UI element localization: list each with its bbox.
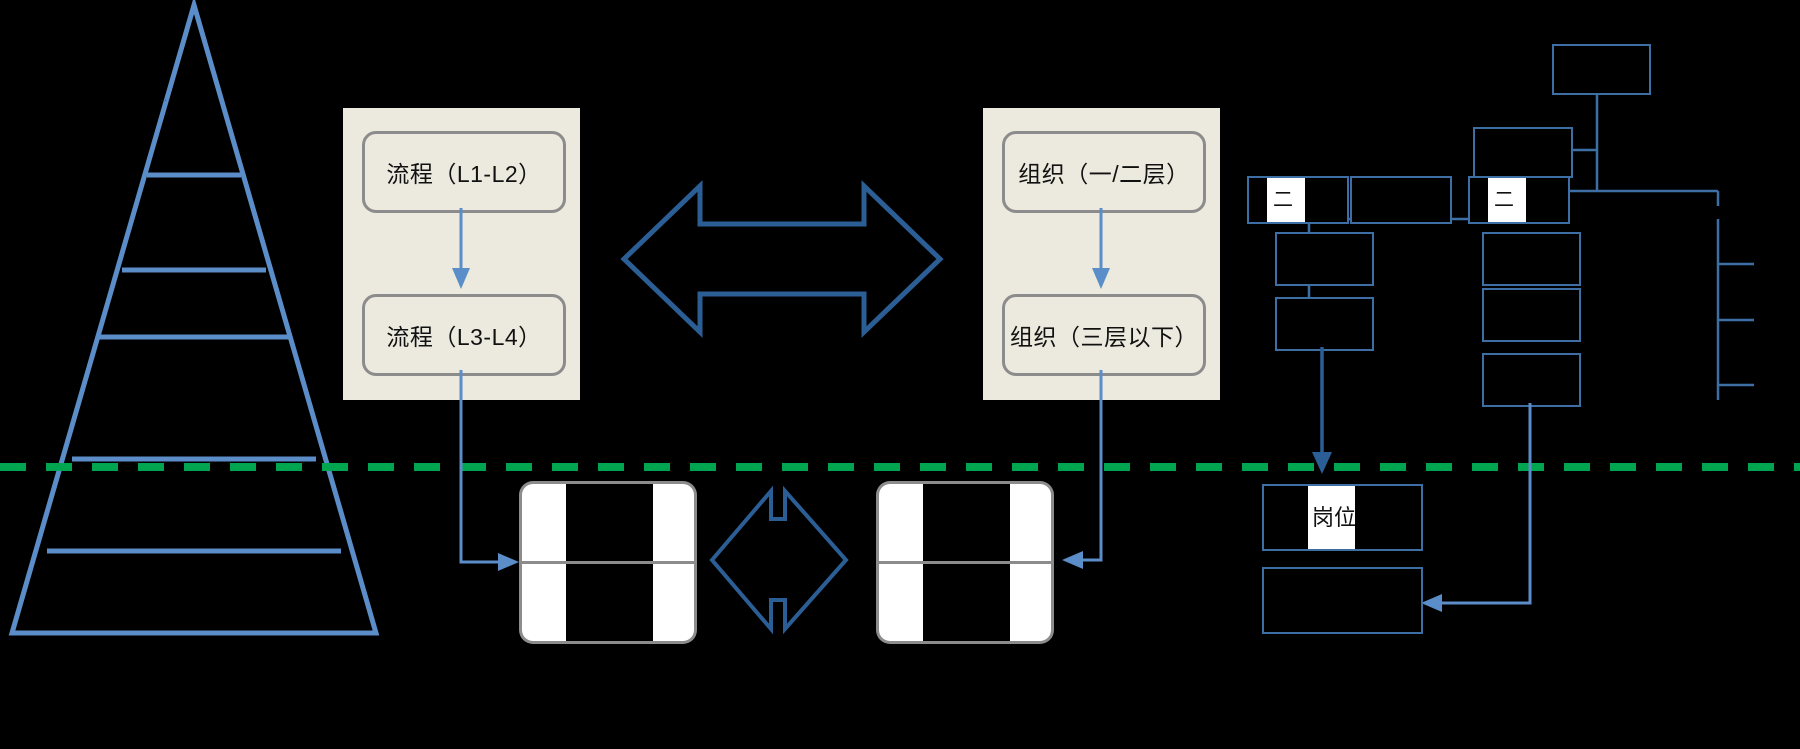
org-tree-node-c1a[interactable] xyxy=(1275,232,1374,286)
org-tree-node-staff[interactable] xyxy=(1473,127,1573,178)
redaction-bar xyxy=(923,484,1010,561)
process-box-l3l4-label: 流程（L3-L4） xyxy=(386,324,542,350)
org-tree-node-c1b[interactable] xyxy=(1275,297,1374,351)
green-dashed-divider xyxy=(0,463,1800,471)
redaction-white-patch xyxy=(1488,178,1526,222)
org-box-level3down[interactable]: 组织（三层以下） xyxy=(1002,294,1206,376)
org-tree-node-c1-label: 二 xyxy=(1273,189,1293,211)
org-tree-node-c3a[interactable] xyxy=(1482,232,1581,286)
bottom-left-row-2[interactable] xyxy=(519,562,697,644)
post-box-secondary[interactable] xyxy=(1262,567,1423,634)
redaction-bar xyxy=(566,564,653,641)
post-box-primary-label: 岗位 xyxy=(1312,504,1357,530)
org-box-level12[interactable]: 组织（一/二层） xyxy=(1002,131,1206,213)
process-box-l1l2[interactable]: 流程（L1-L2） xyxy=(362,131,566,213)
redaction-bar xyxy=(923,564,1010,641)
pyramid-apex-label: … xyxy=(160,92,171,104)
post-box-primary[interactable]: 岗位 xyxy=(1262,484,1423,551)
org-tree-node-c3-label: 二 xyxy=(1494,189,1514,211)
org-tree-node-c1[interactable]: 二 xyxy=(1247,176,1349,224)
redaction-white-patch xyxy=(1308,486,1355,549)
org-box-level12-label: 组织（一/二层） xyxy=(1018,161,1190,187)
org-tree-node-root[interactable] xyxy=(1552,44,1651,95)
org-tree-node-c3[interactable]: 二 xyxy=(1468,176,1570,224)
bottom-right-row-1[interactable] xyxy=(876,481,1054,563)
org-tree-node-c3b[interactable] xyxy=(1482,288,1581,342)
redaction-white-patch xyxy=(1267,178,1305,222)
process-box-l1l2-label: 流程（L1-L2） xyxy=(386,161,542,187)
org-box-level3down-label: 组织（三层以下） xyxy=(1010,324,1198,350)
org-tree-node-c2[interactable] xyxy=(1350,176,1452,224)
bottom-left-row-1[interactable] xyxy=(519,481,697,563)
redaction-bar xyxy=(566,484,653,561)
process-box-l3l4[interactable]: 流程（L3-L4） xyxy=(362,294,566,376)
org-tree-node-c3c[interactable] xyxy=(1482,353,1581,407)
bottom-right-row-2[interactable] xyxy=(876,562,1054,644)
